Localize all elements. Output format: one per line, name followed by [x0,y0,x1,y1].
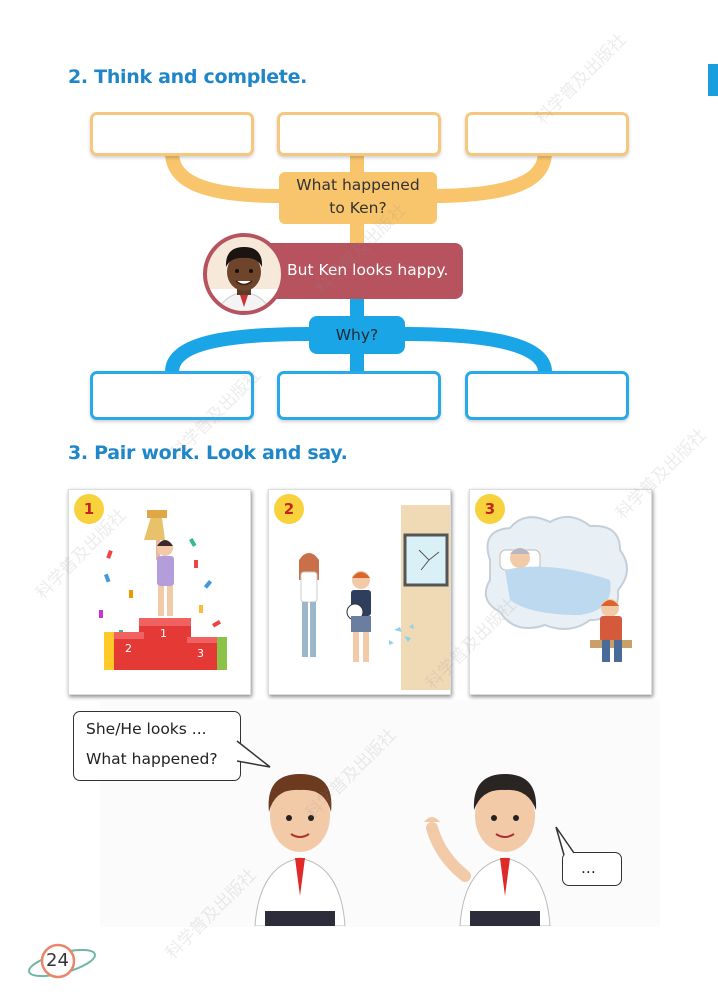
boy-right-illustration [424,774,551,926]
why-pill: Why? [309,316,405,354]
bubble-left-line1: She/He looks ... [86,720,207,738]
mind-map-connectors [165,145,552,379]
answer-box-top-2[interactable] [277,112,441,156]
why-label: Why? [335,326,379,344]
broken-window-illustration [299,505,450,690]
answer-box-bottom-2[interactable] [277,371,441,420]
page-number-orbit-icon [28,943,96,979]
bubble-right-text: ... [581,859,596,877]
podium-girl-illustration [99,510,227,670]
boy-face-icon [207,247,281,311]
picture-number-badge: 2 [274,494,304,524]
sick-grandma-illustration [484,515,632,662]
edge-tab [708,64,718,96]
answer-box-top-1[interactable] [90,112,254,156]
podium-label-2: 2 [125,642,132,655]
ken-avatar [203,233,285,315]
bubble-right-tail [555,826,575,856]
speech-bubble-right: ... [562,852,622,886]
answer-box-bottom-1[interactable] [90,371,254,420]
picture-number-badge: 3 [475,494,505,524]
center-question-line2: to Ken? [329,199,387,217]
speech-bubble-left: She/He looks ... What happened? [73,711,241,781]
picture-3: 3 [469,489,652,695]
picture-2: 2 [268,489,451,695]
center-question-line1: What happened [296,176,420,194]
picture-1: 1 1 2 3 [68,489,251,695]
bubble-left-line2: What happened? [86,750,218,768]
boy-left-illustration [254,774,346,926]
ken-statement-text: But Ken looks happy. [287,261,449,279]
section-3-title: 3. Pair work. Look and say. [68,442,348,464]
answer-box-top-3[interactable] [465,112,629,156]
bubble-left-tail [236,740,271,768]
section-2-title: 2. Think and complete. [68,66,308,88]
watermark: 科学普及出版社 [612,425,711,524]
podium-label-1: 1 [160,627,167,640]
answer-box-bottom-3[interactable] [465,371,629,420]
picture-number-badge: 1 [74,494,104,524]
center-question: What happened to Ken? [279,172,437,224]
podium-label-3: 3 [197,647,204,660]
page-number: 24 [46,950,69,971]
